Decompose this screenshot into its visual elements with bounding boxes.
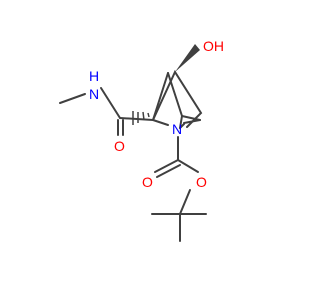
bond-carbamate-co-1	[154, 159, 179, 173]
bond-ring-c2-n	[152, 119, 169, 126]
wedge-bond-oh	[175, 44, 200, 72]
bond-amide-n-c	[100, 87, 121, 119]
hash-2	[142, 111, 145, 121]
bond-ring-c4-c5b	[181, 115, 201, 121]
bond-carbamate-o	[177, 159, 199, 173]
molecule-structure: OH H N O N O O	[59, 38, 224, 242]
ester-oxygen-label: O	[196, 174, 207, 190]
carbonyl-oxygen-label: O	[142, 174, 153, 190]
ring-nitrogen-label: N	[172, 121, 182, 137]
bond-carbamate-co-2	[156, 164, 181, 178]
bond-methyl-n	[59, 93, 86, 104]
amide-oxygen-label: O	[114, 138, 125, 154]
hashed-wedge	[132, 111, 150, 125]
hash-1	[147, 112, 150, 118]
bonds	[59, 69, 207, 242]
bond-amide-c-ring	[119, 117, 154, 121]
bond-ring-c4-c5	[179, 115, 183, 129]
bond-ring-c5-n1	[179, 123, 185, 129]
structure-canvas: OH H N O N O O	[59, 38, 224, 242]
bond-o-tbu	[179, 189, 191, 215]
amide-nitrogen-label: N	[89, 86, 99, 102]
hydroxyl-label: OH	[203, 38, 224, 54]
amide-hydrogen-label: H	[89, 68, 99, 84]
bond-ring-path	[152, 69, 203, 128]
